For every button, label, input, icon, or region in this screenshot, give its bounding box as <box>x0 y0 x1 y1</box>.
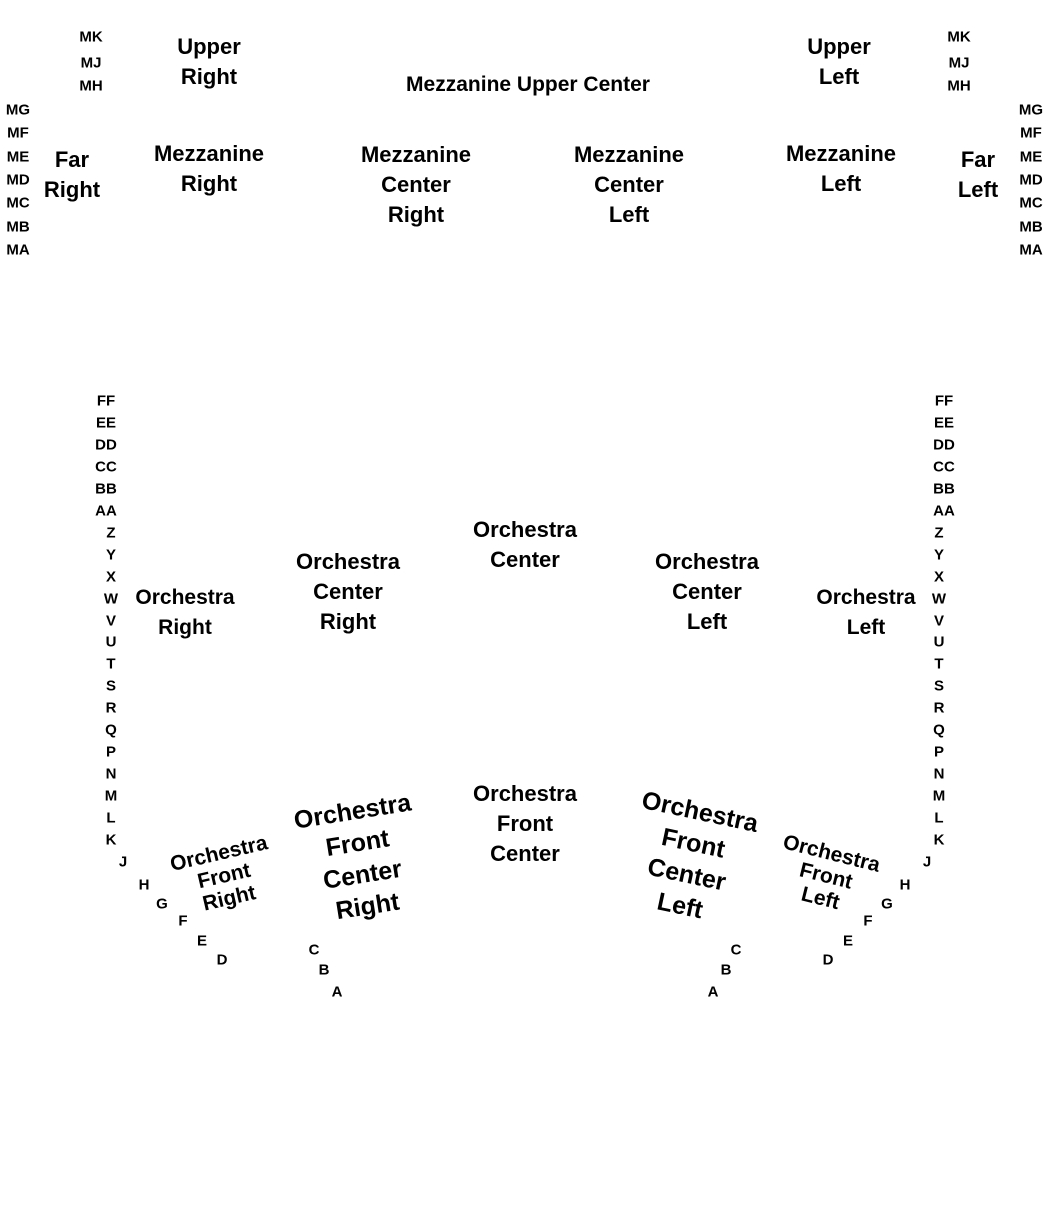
row-label: B <box>720 961 732 979</box>
row-label: MK <box>947 28 971 46</box>
row-label: T <box>106 655 116 673</box>
row-label: K <box>933 831 945 849</box>
row-label: AA <box>95 502 117 520</box>
row-label: MK <box>79 28 103 46</box>
row-label: E <box>196 932 208 950</box>
section-mezzanine-right[interactable]: Mezzanine Right <box>153 141 265 196</box>
row-label: P <box>933 743 945 761</box>
row-label: E <box>842 932 854 950</box>
row-label: MJ <box>80 54 102 72</box>
row-label: D <box>216 951 228 969</box>
row-label: Q <box>933 721 945 739</box>
row-label: ME <box>1019 148 1043 166</box>
row-label: H <box>138 876 150 894</box>
row-label: MF <box>7 124 29 142</box>
row-label: R <box>105 699 117 717</box>
section-orchestra-center-left[interactable]: Orchestra Center Left <box>655 549 759 634</box>
row-label: J <box>118 853 128 871</box>
section-orchestra-front-center[interactable]: Orchestra Front Center <box>473 781 577 866</box>
section-upper-left[interactable]: Upper Left <box>807 34 871 89</box>
section-orchestra-left[interactable]: Orchestra Left <box>816 586 916 639</box>
row-label: D <box>822 951 834 969</box>
row-label: MD <box>6 171 30 189</box>
row-label: T <box>934 655 944 673</box>
row-label: MB <box>6 218 30 235</box>
row-label: A <box>707 983 719 1001</box>
row-label: B <box>318 961 330 979</box>
row-label: F <box>178 912 188 930</box>
row-label: MG <box>5 101 31 119</box>
row-label: MJ <box>948 54 970 72</box>
row-label: S <box>933 677 945 695</box>
row-label: C <box>730 941 742 959</box>
row-label: MG <box>1018 101 1044 119</box>
row-label: K <box>105 831 117 849</box>
row-label: FF <box>96 392 116 410</box>
row-label: CC <box>95 458 117 476</box>
row-label: V <box>933 612 945 629</box>
section-far-right[interactable]: Far Right <box>43 147 101 202</box>
row-label: MA <box>6 241 30 259</box>
section-orchestra-front-right[interactable]: Orchestra Front Right <box>167 831 270 916</box>
section-orchestra-center[interactable]: Orchestra Center <box>473 517 577 572</box>
row-label: Q <box>105 721 117 739</box>
row-label: MC <box>6 194 30 212</box>
section-orchestra-front-center-left[interactable]: Orchestra Front Center Left <box>639 786 761 925</box>
section-orchestra-front-center-right[interactable]: Orchestra Front Center Right <box>291 788 414 926</box>
row-label: MC <box>1019 194 1043 212</box>
section-upper-right[interactable]: Upper Right <box>177 34 241 89</box>
row-label: Z <box>934 524 944 542</box>
section-mezzanine-center-left[interactable]: Mezzanine Center Left <box>573 142 685 227</box>
row-label: N <box>933 765 945 783</box>
row-label: W <box>103 590 119 608</box>
row-label: W <box>931 590 947 608</box>
section-mezzanine-center-right[interactable]: Mezzanine Center Right <box>360 142 472 227</box>
row-label: C <box>308 941 320 959</box>
row-label: BB <box>933 480 955 498</box>
row-label: MD <box>1019 171 1043 189</box>
row-label: J <box>922 853 932 871</box>
row-label: R <box>933 699 945 717</box>
row-label: MB <box>1019 218 1043 235</box>
row-label: N <box>105 765 117 783</box>
row-label: Y <box>105 546 117 564</box>
row-label: X <box>105 568 117 586</box>
row-label: EE <box>95 414 117 432</box>
row-label: Z <box>106 524 116 542</box>
row-label: MA <box>1019 241 1043 259</box>
section-orchestra-front-left[interactable]: Orchestra Front Left <box>780 830 883 915</box>
row-label: F <box>863 912 873 930</box>
row-label: AA <box>933 502 955 520</box>
row-label: M <box>932 787 946 805</box>
row-label: G <box>156 895 168 913</box>
section-mezzanine-upper-center[interactable]: Mezzanine Upper Center <box>406 73 650 96</box>
row-label: H <box>899 876 911 894</box>
row-label: P <box>105 743 117 761</box>
row-label: V <box>105 612 117 629</box>
row-label: DD <box>933 436 955 454</box>
row-label: G <box>881 895 893 913</box>
section-orchestra-right[interactable]: Orchestra Right <box>135 586 235 639</box>
row-label: U <box>105 633 117 651</box>
row-label: DD <box>95 436 117 454</box>
row-label: ME <box>6 148 30 166</box>
row-label: MH <box>947 77 971 95</box>
section-mezzanine-left[interactable]: Mezzanine Left <box>785 141 897 196</box>
row-label: Y <box>933 546 945 564</box>
row-label: L <box>934 809 944 827</box>
row-label: M <box>104 787 118 805</box>
row-label: X <box>933 568 945 586</box>
section-far-left[interactable]: Far Left <box>957 147 999 202</box>
row-label: MH <box>79 77 103 95</box>
row-label: FF <box>934 392 954 410</box>
row-label: L <box>106 809 116 827</box>
row-label: BB <box>95 480 117 498</box>
row-label: S <box>105 677 117 695</box>
section-orchestra-center-right[interactable]: Orchestra Center Right <box>296 549 400 634</box>
row-label: EE <box>933 414 955 432</box>
row-label: U <box>933 633 945 651</box>
row-label: MF <box>1020 124 1042 142</box>
row-label: A <box>331 983 343 1001</box>
row-label: CC <box>933 458 955 476</box>
